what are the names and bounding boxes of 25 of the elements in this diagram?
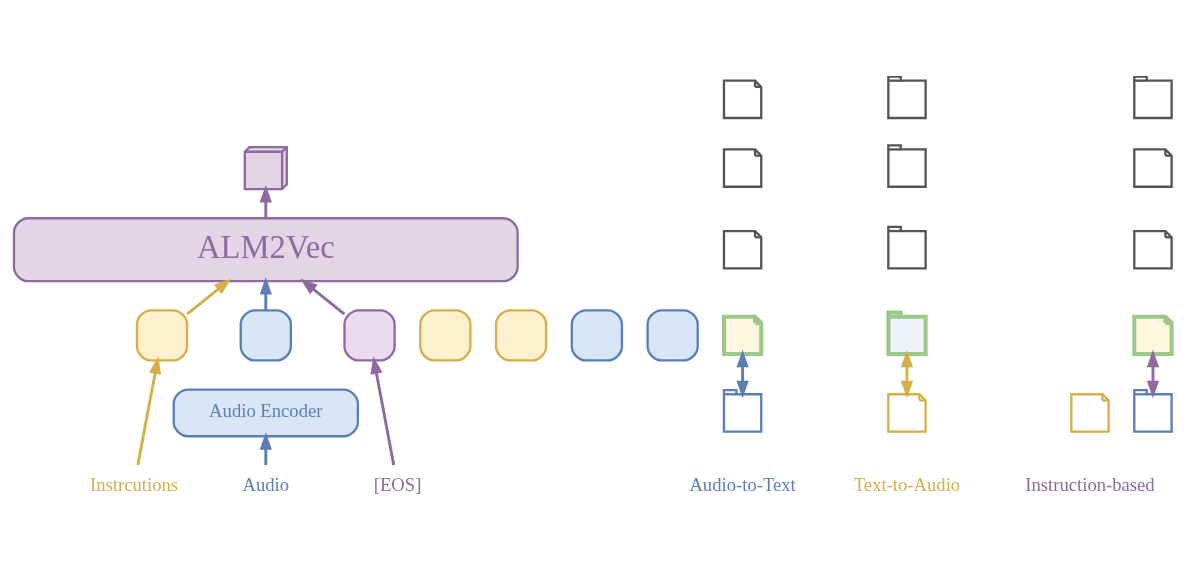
- node-box: [419, 309, 472, 362]
- arrow: [1146, 349, 1160, 399]
- node-text: Audio: [242, 473, 290, 495]
- label: Audio-to-Text: [689, 473, 796, 495]
- node-box: [646, 309, 699, 362]
- arrow: [900, 349, 914, 399]
- node-box: [239, 309, 293, 362]
- arrow: [259, 185, 272, 219]
- label: Text-to-Audio: [853, 473, 961, 495]
- arrow: [370, 356, 396, 466]
- arrow: [300, 278, 346, 316]
- arrow: [259, 277, 272, 311]
- node-box: [570, 309, 624, 362]
- arrow: [736, 349, 749, 399]
- node-text: Instrcutions: [90, 473, 179, 495]
- arrow: [136, 356, 162, 466]
- label: Instruction-based: [1025, 473, 1155, 495]
- node-box: ALM2Vec: [12, 217, 519, 283]
- node-box: [343, 309, 396, 362]
- arrow: [259, 432, 272, 465]
- node-text: [EOS]: [373, 473, 422, 495]
- node-box: [135, 309, 189, 362]
- node-box: [494, 309, 548, 362]
- arrow: [186, 278, 232, 316]
- node-box: Audio Encoder: [172, 388, 360, 438]
